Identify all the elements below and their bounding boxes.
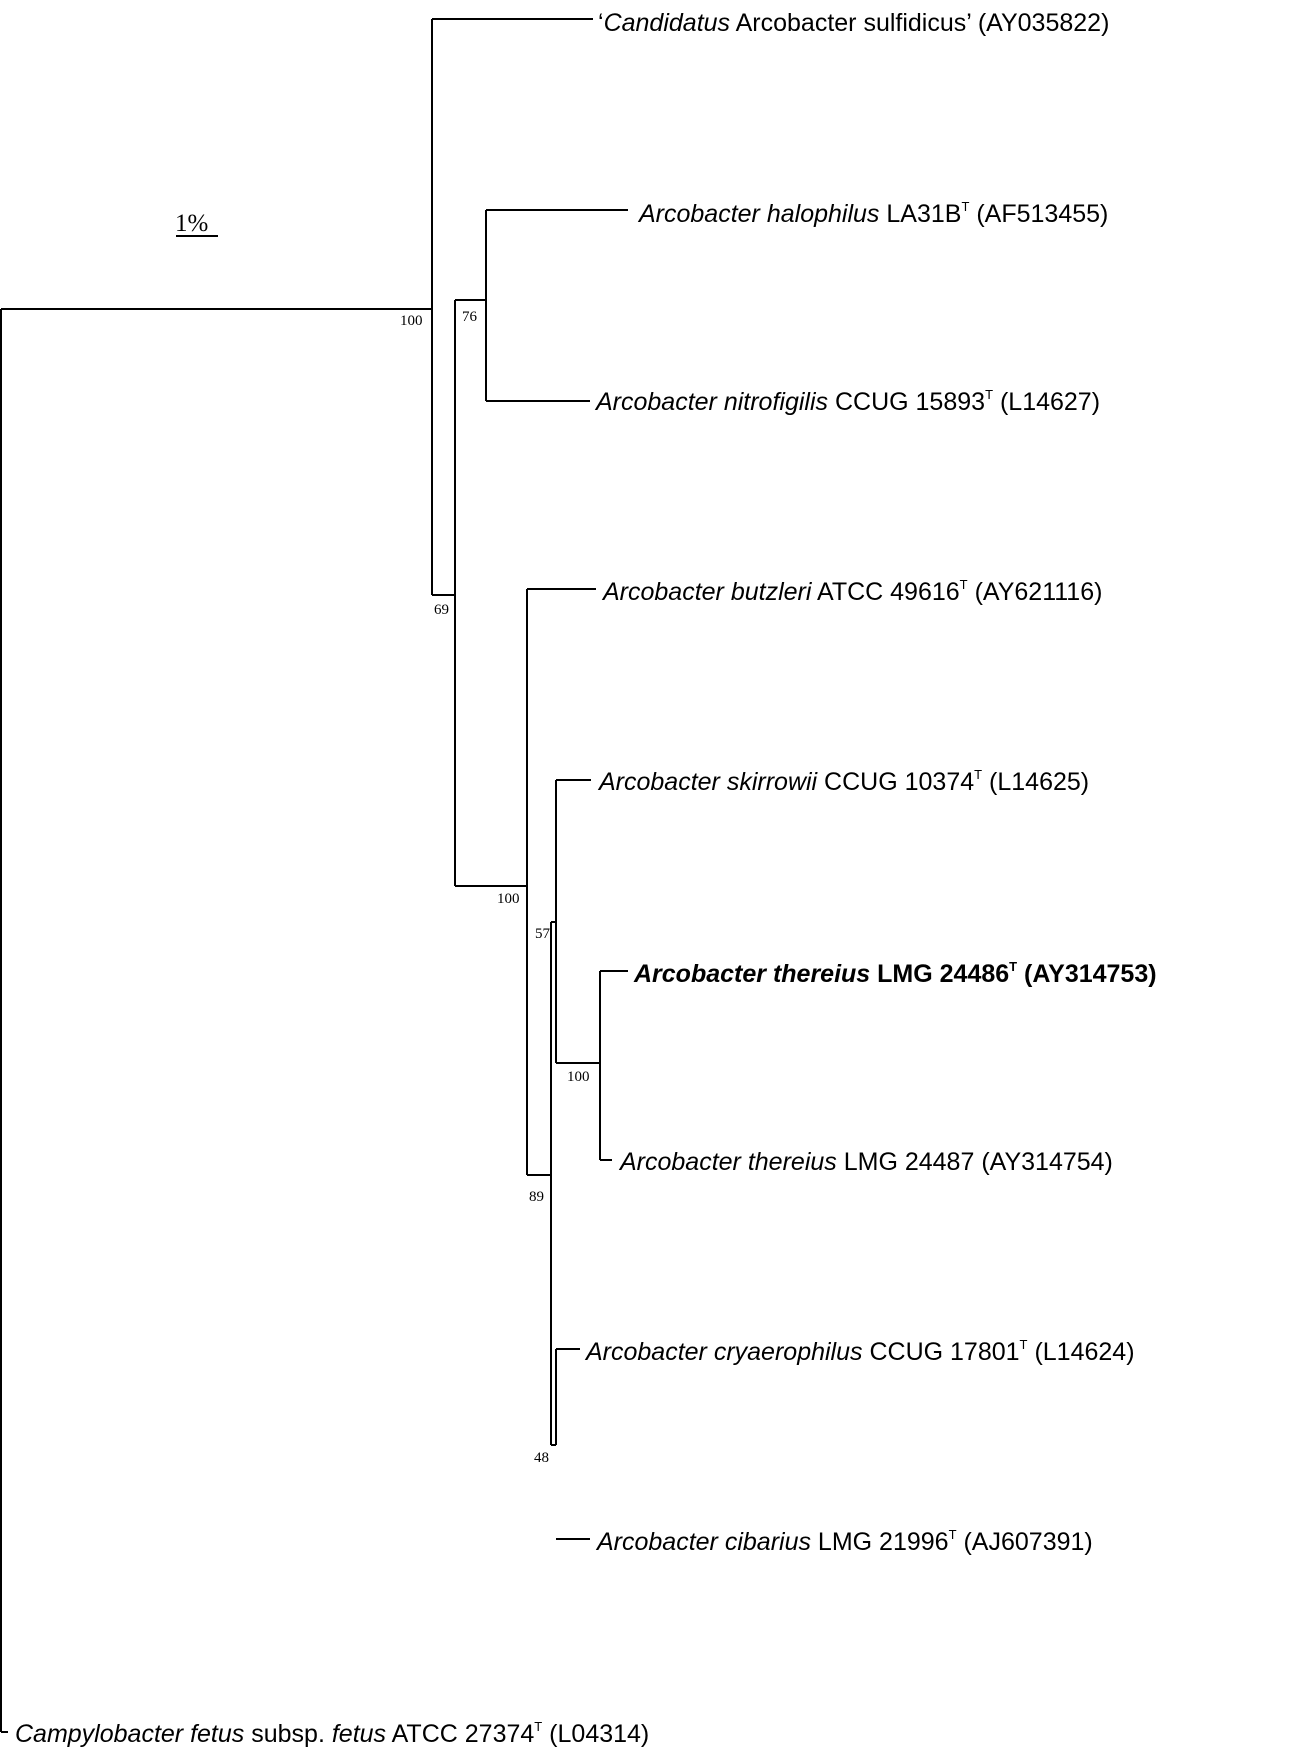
type-strain-mark: T [1020,1337,1028,1352]
bootstrap-values: 100 76 69 100 57 100 89 48 [400,309,590,1466]
taxon-name-text: CCUG 15893 [828,388,985,416]
taxon-label-halophilus: Arcobacter halophilus LA31BT (AF513455) [637,199,1108,228]
taxon-name-italic: Candidatus [604,9,730,37]
taxon-label-thereius-24486: Arcobacter thereius LMG 24486T (AY314753… [633,959,1157,988]
taxon-name-text: (L04314) [542,1720,649,1748]
taxon-name-text: subsp. [244,1720,332,1748]
taxon-name-italic: fetus [332,1720,386,1748]
taxon-name-text: LMG 21996 [811,1528,949,1556]
taxon-name-text: (L14627) [993,388,1100,416]
bootstrap-value: 69 [434,602,449,618]
bootstrap-value: 100 [567,1069,590,1085]
root-vertical [0,309,8,1733]
taxon-name-text: (L14625) [982,768,1089,796]
taxon-name-text: LMG 24486 [870,960,1009,988]
type-strain-mark: T [1009,959,1017,974]
taxon-name-italic: Arcobacter nitrofigilis [594,388,828,416]
taxon-name-text: (AF513455) [969,200,1108,228]
taxon-label-butzleri: Arcobacter butzleri ATCC 49616T (AY62111… [601,577,1102,606]
type-strain-mark: T [985,387,993,402]
taxon-label-thereius-24487: Arcobacter thereius LMG 24487 (AY314754) [618,1148,1113,1176]
type-strain-mark: T [949,1527,957,1542]
taxon-label-skirrowii: Arcobacter skirrowii CCUG 10374T (L14625… [597,767,1089,796]
taxon-name-italic: Arcobacter thereius [618,1148,837,1176]
taxon-name-text: ATCC 49616 [811,578,959,606]
bootstrap-value: 100 [497,891,520,907]
taxon-name-text: LMG 24487 (AY314754) [837,1148,1113,1176]
taxon-name-text: (AY621116) [968,578,1103,606]
taxon-name-text: (AJ607391) [957,1528,1093,1556]
taxon-name-text: (L14624) [1028,1338,1135,1366]
taxon-label-cibarius: Arcobacter cibarius LMG 21996T (AJ607391… [595,1527,1093,1556]
bootstrap-value: 100 [400,313,423,329]
taxon-name-italic: Campylobacter fetus [15,1720,244,1748]
tree-branches [0,18,628,1733]
taxon-name-text: (AY314753) [1017,960,1156,988]
taxon-name-text: ATCC 27374 [386,1720,534,1748]
type-strain-mark: T [974,767,982,782]
taxon-name-italic: Arcobacter halophilus [637,200,879,228]
taxon-name-italic: Arcobacter cryaerophilus [584,1338,863,1366]
bootstrap-value: 48 [534,1450,549,1466]
taxon-label-campylobacter: Campylobacter fetus subsp. fetus ATCC 27… [15,1719,649,1748]
bootstrap-value: 89 [529,1189,544,1205]
scale-bar-label: 1% [175,210,208,237]
taxon-labels: ‘Candidatus Arcobacter sulfidicus’ (AY03… [15,9,1157,1748]
taxon-name-text: Arcobacter sulfidicus’ (AY035822) [730,9,1109,37]
taxon-name-text: CCUG 10374 [817,768,974,796]
taxon-name-text: ‘ [598,9,604,37]
taxon-name-text: CCUG 17801 [863,1338,1020,1366]
taxon-name-italic: Arcobacter thereius [633,960,870,988]
type-strain-mark: T [534,1719,542,1734]
taxon-label-nitrofigilis: Arcobacter nitrofigilis CCUG 15893T (L14… [594,387,1100,416]
taxon-name-text: LA31B [879,200,961,228]
type-strain-mark: T [960,577,968,592]
taxon-name-italic: Arcobacter skirrowii [597,768,819,796]
taxon-label-cryaerophilus: Arcobacter cryaerophilus CCUG 17801T (L1… [584,1337,1135,1366]
bootstrap-value: 57 [535,926,551,942]
taxon-label-sulfidicus: ‘Candidatus Arcobacter sulfidicus’ (AY03… [598,9,1109,37]
type-strain-mark: T [961,199,969,214]
taxon-name-italic: Arcobacter cibarius [595,1528,811,1556]
bootstrap-value: 76 [462,309,478,325]
taxon-name-italic: Arcobacter butzleri [601,578,813,606]
